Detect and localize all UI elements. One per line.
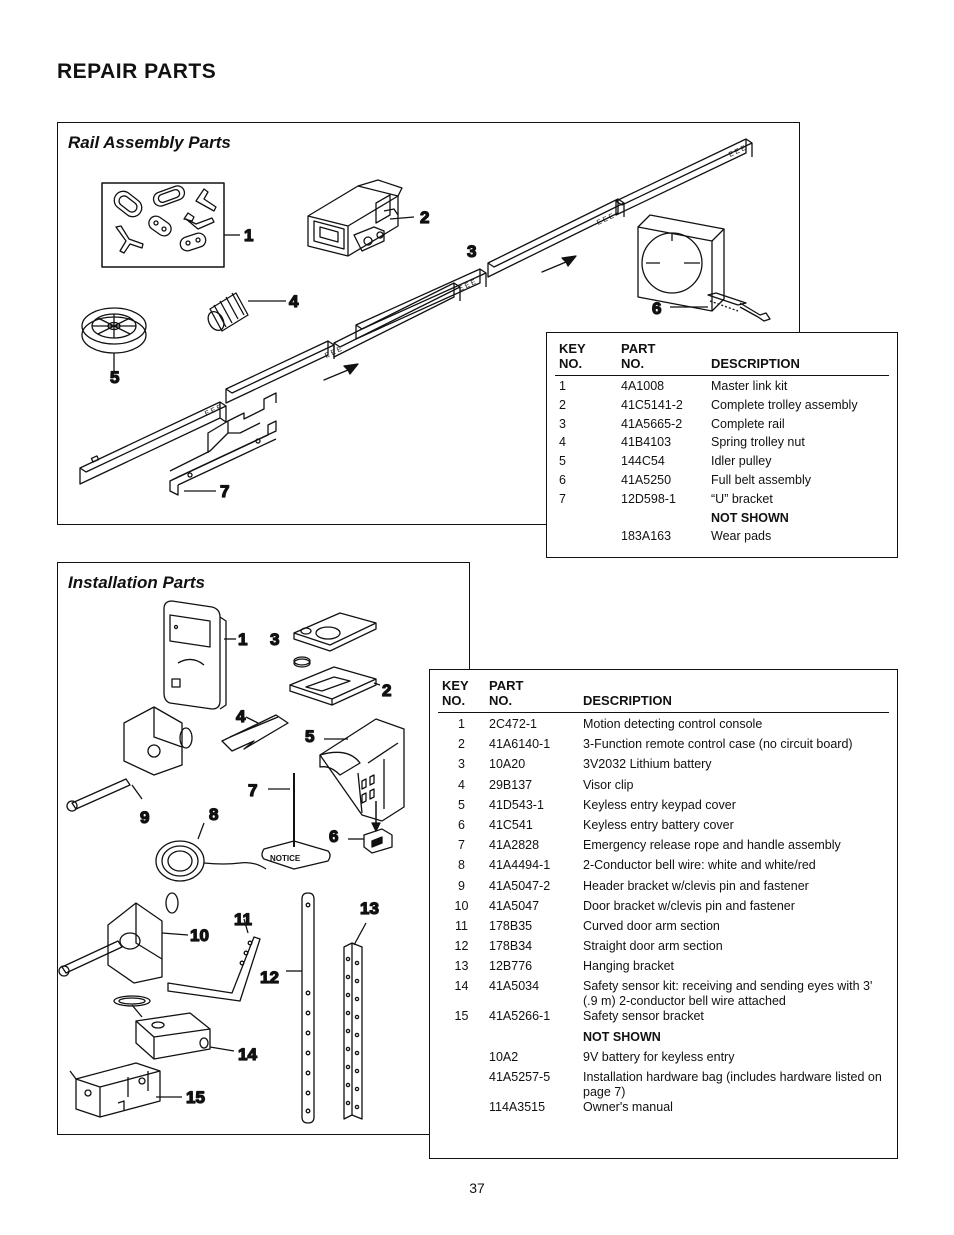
callout-11: 11 [234, 910, 252, 929]
rail-assembly-panel: Rail Assembly Parts [57, 122, 800, 525]
bell-wire-drawing [155, 840, 267, 882]
callout-2: 2 [420, 208, 429, 227]
callout-8: 8 [209, 805, 218, 824]
hanging-bracket-drawing [343, 942, 363, 1120]
installation-title: Installation Parts [68, 573, 205, 592]
callout-9: 9 [140, 808, 149, 827]
callout-4: 4 [289, 292, 299, 311]
arrow-left-icon [541, 255, 577, 273]
callout-15: 15 [186, 1088, 205, 1107]
callout-12: 12 [260, 968, 279, 987]
callout-4: 4 [236, 707, 246, 726]
rail-assembly-illustration: E E E E E E E E E E E E E E E [79, 138, 771, 502]
safety-sensor-drawing [113, 995, 211, 1060]
page-number: 37 [469, 1180, 485, 1196]
rail-assembly-title: Rail Assembly Parts [68, 133, 231, 152]
idler-pulley-drawing [81, 307, 147, 354]
safety-sensor-bracket-drawing [69, 1062, 161, 1118]
remote-control-drawing [289, 612, 377, 706]
keypad-cover-drawing [319, 718, 405, 822]
not-shown-heading: NOT SHOWN [711, 510, 789, 525]
u-bracket-drawing [169, 392, 277, 496]
door-bracket-drawing [58, 892, 179, 984]
svg-text:E E E: E E E [458, 279, 477, 293]
installation-panel: Installation Parts [57, 562, 470, 1135]
callout-10: 10 [190, 926, 209, 945]
header-bracket-drawing [66, 706, 193, 812]
callout-14: 14 [238, 1045, 257, 1064]
callout-6: 6 [652, 299, 661, 318]
callout-7: 7 [248, 781, 257, 800]
belt-assembly-drawing [637, 214, 771, 322]
control-console-drawing [163, 600, 227, 710]
callout-5: 5 [305, 727, 314, 746]
installation-illustration: NOTICE [58, 600, 405, 1124]
callout-5: 5 [110, 368, 119, 387]
spring-trolley-nut-drawing [207, 292, 249, 332]
curved-door-arm-drawing [167, 936, 261, 1002]
callout-1: 1 [238, 630, 247, 649]
callout-13: 13 [360, 899, 379, 918]
trolley-drawing [307, 179, 403, 257]
callout-1: 1 [244, 226, 253, 245]
not-shown-heading: NOT SHOWN [583, 1029, 661, 1044]
callout-3: 3 [270, 630, 279, 649]
visor-clip-drawing [221, 714, 289, 752]
callout-3: 3 [467, 242, 476, 261]
straight-door-arm-drawing [301, 892, 315, 1124]
battery-cover-drawing [363, 801, 393, 854]
callout-2: 2 [382, 681, 391, 700]
arrow-left-icon [323, 363, 359, 381]
notice-tag-text: NOTICE [270, 854, 301, 863]
callout-6: 6 [329, 827, 338, 846]
release-handle-drawing: NOTICE [261, 773, 331, 870]
page-title: REPAIR PARTS [57, 60, 217, 83]
master-link-kit-drawing [101, 182, 225, 268]
callout-7: 7 [220, 482, 229, 501]
